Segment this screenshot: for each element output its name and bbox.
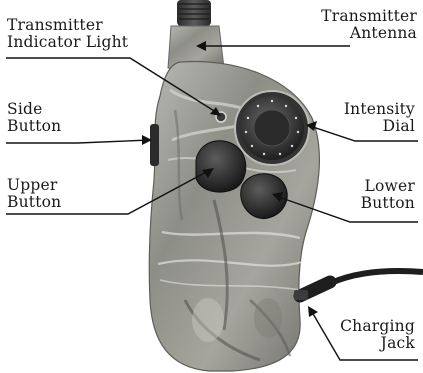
label-line: Button: [7, 194, 61, 211]
label-line: Button: [7, 118, 61, 135]
label-lower-button: Lower Button: [361, 178, 415, 212]
label-transmitter-antenna: Transmitter Antenna: [321, 8, 417, 42]
label-line: Upper: [7, 177, 61, 194]
label-line: Lower: [361, 178, 415, 195]
label-upper-button: Upper Button: [7, 177, 61, 211]
side-button-leader-line: [6, 140, 150, 143]
charging-cable-shape: [294, 271, 423, 300]
label-line: Jack: [340, 335, 415, 352]
upper-button-shape: [196, 141, 246, 192]
label-charging-jack: Charging Jack: [340, 318, 415, 352]
intensity-dial-shape: [235, 91, 309, 165]
label-side-button: Side Button: [7, 101, 61, 135]
label-transmitter-indicator-light: Transmitter Indicator Light: [7, 17, 128, 51]
label-line: Charging: [340, 318, 415, 335]
label-line: Intensity: [344, 101, 415, 118]
label-line: Indicator Light: [7, 34, 128, 51]
antenna-shape: [168, 0, 224, 68]
label-line: Dial: [344, 118, 415, 135]
label-line: Side: [7, 101, 61, 118]
side-button-shape: [150, 124, 159, 166]
label-line: Transmitter: [321, 8, 417, 25]
label-line: Button: [361, 195, 415, 212]
label-line: Antenna: [321, 25, 417, 42]
label-intensity-dial: Intensity Dial: [344, 101, 415, 135]
label-line: Transmitter: [7, 17, 128, 34]
